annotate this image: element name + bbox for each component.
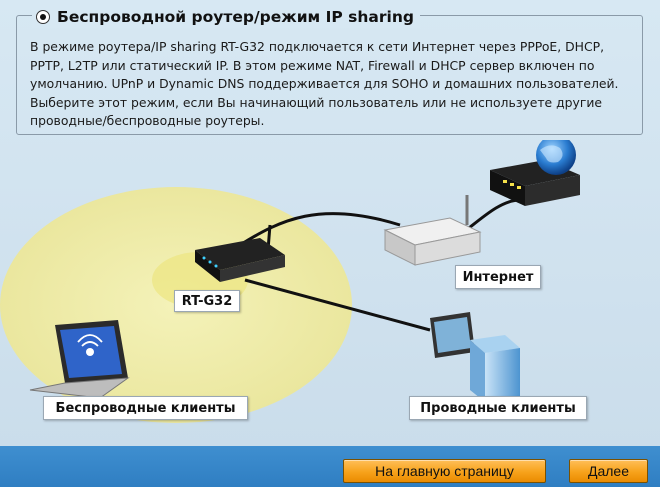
cable-router-to-modem (239, 212, 401, 247)
laptop-icon (29, 320, 130, 399)
wired-clients-label: Проводные клиенты (409, 396, 587, 420)
modem-icon (383, 195, 482, 266)
bottom-bar (0, 446, 660, 487)
mode-option[interactable]: Беспроводной роутер/режим IP sharing (32, 6, 420, 28)
router-label: RT-G32 (174, 290, 240, 312)
wireless-clients-label: Беспроводные клиенты (43, 396, 248, 420)
rt-g32-router-icon (195, 224, 285, 282)
mode-description: В режиме роутера/IP sharing RT-G32 подкл… (30, 39, 619, 128)
cable-router-to-pc (244, 278, 431, 332)
mode-title: Беспроводной роутер/режим IP sharing (57, 8, 414, 26)
home-page-button[interactable]: На главную страницу (343, 459, 546, 483)
network-diagram: RT-G32 Интернет Беспроводные клиенты Про… (0, 140, 660, 440)
internet-label: Интернет (455, 265, 541, 289)
desktop-pc-icon (430, 312, 520, 402)
internet-globe-icon (490, 140, 580, 206)
next-button[interactable]: Далее (569, 459, 648, 483)
mode-radio-button[interactable] (36, 10, 50, 24)
